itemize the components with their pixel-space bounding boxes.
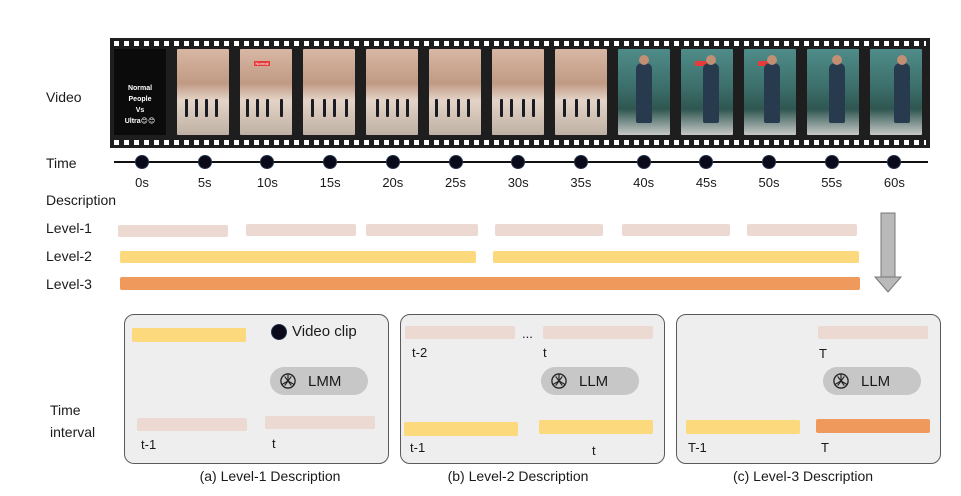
panel-c-llm-node: LLM xyxy=(823,367,921,395)
video-frame-5 xyxy=(429,49,481,135)
timeline-dot-10 xyxy=(762,155,776,169)
timeline-dot-8 xyxy=(636,155,651,169)
level-1-bar-5 xyxy=(622,224,730,236)
timeline-tick-label-8: 40s xyxy=(633,175,655,190)
openai-logo-icon xyxy=(551,373,567,389)
panel-b-output-bar xyxy=(539,420,653,434)
large-down-arrow-icon xyxy=(873,212,903,293)
description-row-label: Description xyxy=(46,192,117,208)
panel-c-model-name: LLM xyxy=(861,373,891,390)
panel-b-label-t-top: t xyxy=(543,345,547,360)
level-2-bar-2 xyxy=(493,251,859,263)
film-sprocket-holes-bottom xyxy=(114,140,926,145)
timeline-dot-3 xyxy=(323,155,338,169)
level-1-bar-1 xyxy=(118,225,228,237)
timeline-tick-label-11: 55s xyxy=(821,175,843,190)
timeline-tick-label-10: 50s xyxy=(758,175,780,190)
caption-level-1: (a) Level-1 Description xyxy=(199,468,341,484)
timeline-dot-1 xyxy=(197,155,212,169)
video-frame-1 xyxy=(177,49,229,135)
first-frame-caption: Normal People Vs Ultra😊😊 xyxy=(116,83,164,127)
video-frame-6 xyxy=(492,49,544,135)
panel-c-output-bar xyxy=(816,419,930,433)
timeline-dot-0 xyxy=(135,155,149,169)
video-frame-12 xyxy=(870,49,922,135)
video-frame-7 xyxy=(555,49,607,135)
panel-b-ellipsis: ... xyxy=(522,326,533,341)
timeline-dot-11 xyxy=(824,155,839,169)
first-frame-line-3: Ultra😊😊 xyxy=(124,118,156,125)
panel-c-label-T-bottom: T xyxy=(821,440,829,455)
openai-logo-icon xyxy=(280,373,296,389)
panel-a-model-name: LMM xyxy=(308,373,342,390)
timeline-tick-label-9: 45s xyxy=(695,175,717,190)
panel-b-label-t-bottom: t xyxy=(592,443,596,458)
level-1-bar-2 xyxy=(246,224,356,236)
panel-b-label-t2: t-2 xyxy=(412,345,428,360)
timeline-dot-7 xyxy=(573,155,588,169)
panel-a-lmm-node: LMM xyxy=(270,367,368,395)
video-frame-10 xyxy=(744,49,796,135)
timeline-tick-label-2: 10s xyxy=(256,175,278,190)
time-interval-label-2: interval xyxy=(50,424,96,440)
video-frame-9 xyxy=(681,49,733,135)
caption-level-3: (c) Level-3 Description xyxy=(732,468,874,484)
frame-red-tag: Normal xyxy=(254,61,270,66)
filled-circle-icon xyxy=(271,324,287,340)
timeline-tick-label-6: 30s xyxy=(507,175,529,190)
panel-b-t-top-bar xyxy=(543,326,653,339)
timeline-tick-label-12: 60s xyxy=(883,175,905,190)
timeline-dot-12 xyxy=(887,155,902,169)
level-1-bar-3 xyxy=(366,224,478,236)
timeline-tick-label-7: 35s xyxy=(570,175,592,190)
timeline-tick-label-4: 20s xyxy=(382,175,404,190)
video-frame-2: Normal xyxy=(240,49,292,135)
level-2-label: Level-2 xyxy=(46,248,92,264)
video-clip-legend-label: Video clip xyxy=(292,323,357,340)
level-1-bar-4 xyxy=(495,224,603,236)
video-frame-3 xyxy=(303,49,355,135)
first-frame-line-1: Normal People xyxy=(127,85,153,103)
panel-b-llm-node: LLM xyxy=(541,367,639,395)
timeline-dot-4 xyxy=(385,155,400,169)
timeline-dot-2 xyxy=(260,155,275,169)
panel-a-label-cur: t xyxy=(272,436,276,451)
video-frame-0: Normal People Vs Ultra😊😊 xyxy=(114,49,166,135)
level-3-bar xyxy=(120,277,860,290)
panel-c-T-top-bar xyxy=(818,326,928,339)
time-interval-label-1: Time xyxy=(50,402,81,418)
caption-level-2: (b) Level-2 Description xyxy=(447,468,589,484)
video-frame-4 xyxy=(366,49,418,135)
panel-a-label-prev: t-1 xyxy=(141,437,157,452)
timeline-dot-5 xyxy=(448,155,463,169)
panel-c-T1-bar xyxy=(686,420,800,434)
panel-a-prev-level2-bar xyxy=(132,328,246,342)
panel-b-label-t1: t-1 xyxy=(410,440,426,455)
timeline-dot-9 xyxy=(699,155,714,169)
film-sprocket-holes-top xyxy=(114,41,926,46)
panel-b-t2-bar xyxy=(405,326,515,339)
panel-c-label-T1: T-1 xyxy=(688,440,707,455)
level-3-label: Level-3 xyxy=(46,276,92,292)
video-frame-8 xyxy=(618,49,670,135)
video-frame-11 xyxy=(807,49,859,135)
panel-a-prev-level1-bar xyxy=(137,418,247,431)
level-2-bar-1 xyxy=(120,251,476,263)
panel-b-t1-bar xyxy=(404,422,518,436)
time-row-label: Time xyxy=(46,155,77,171)
panel-a-output-bar xyxy=(265,416,375,429)
first-frame-line-2: Vs xyxy=(135,107,145,114)
timeline-tick-label-0: 0s xyxy=(135,175,149,190)
panel-b-model-name: LLM xyxy=(579,373,609,390)
level-1-bar-6 xyxy=(747,224,857,236)
video-film-strip: Normal People Vs Ultra😊😊 Normal xyxy=(110,38,930,148)
panel-c-label-T-top: T xyxy=(819,346,827,361)
openai-logo-icon xyxy=(833,373,849,389)
timeline-tick-label-3: 15s xyxy=(319,175,341,190)
video-row-label: Video xyxy=(46,89,82,105)
timeline-tick-label-1: 5s xyxy=(197,175,212,190)
timeline-dot-6 xyxy=(511,155,526,169)
timeline-tick-label-5: 25s xyxy=(445,175,466,190)
level-1-label: Level-1 xyxy=(46,220,92,236)
